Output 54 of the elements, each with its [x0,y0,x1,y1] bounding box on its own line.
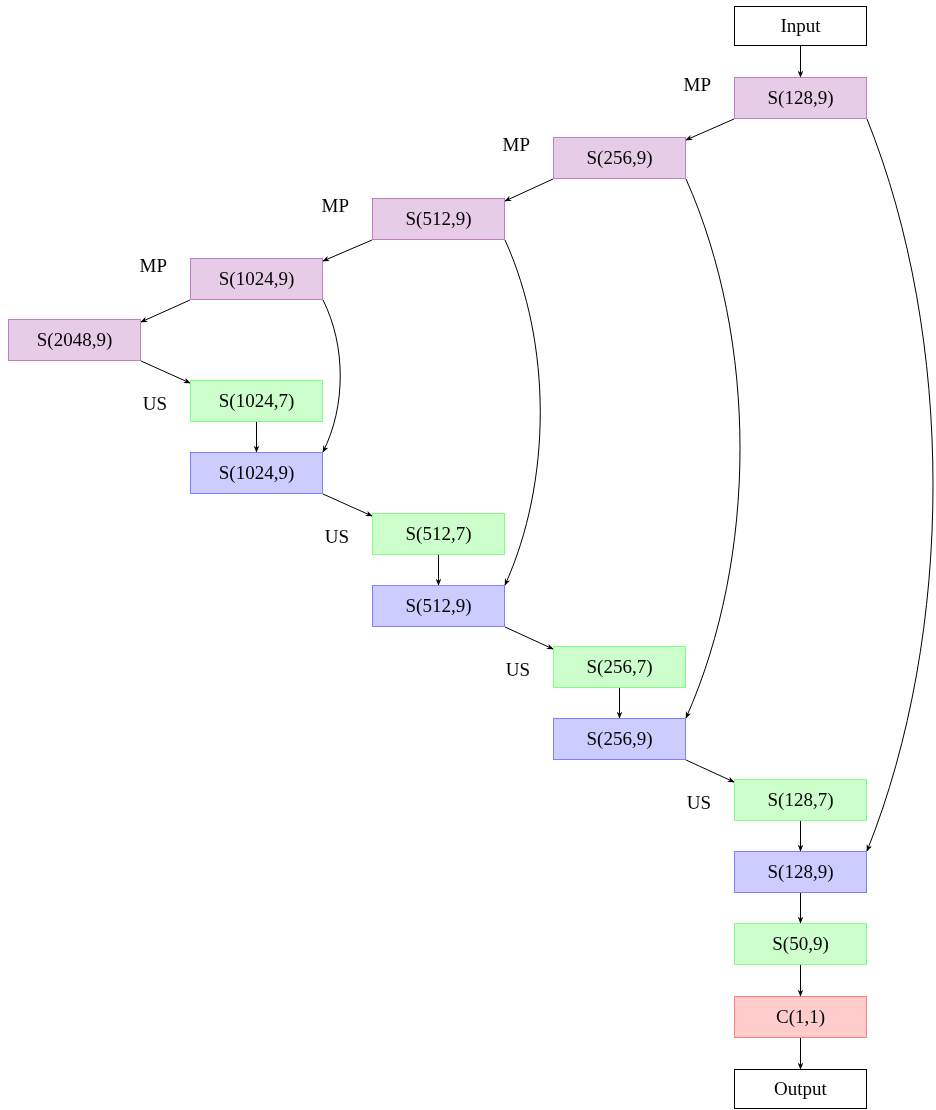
arrow [797,892,804,924]
layer-label: S(1024,7) [218,390,295,412]
layer-label: S(1024,9) [218,268,295,290]
layer-box [734,1069,867,1109]
arrow [504,178,554,202]
layer-box [372,585,505,627]
layer-label: S(128,7) [767,789,834,811]
layer-box [734,996,867,1038]
arrow [322,493,373,517]
operation-label: US [324,526,349,548]
arrow [797,1037,804,1070]
operation-label: US [505,659,530,681]
arrow [253,421,260,453]
arrow [797,820,804,852]
arrow [616,687,623,719]
arrow [435,554,442,586]
layer-label: S(128,9) [767,861,834,883]
layer-box [553,718,686,760]
layer-box [734,851,867,893]
operation-label: MP [139,255,167,277]
operation-label: MP [683,74,711,96]
layer-label: S(2048,9) [36,329,113,351]
layer-label: S(256,9) [586,728,653,750]
layer-label: Input [780,15,821,37]
operation-label: US [142,393,167,415]
arrow [685,178,741,719]
layer-label: S(256,7) [586,656,653,678]
layer-box [190,452,323,494]
arrow [797,964,804,997]
layer-box [8,319,141,361]
layer-box [734,923,867,965]
layer-label: S(1024,9) [218,462,295,484]
layer-label: Output [774,1078,827,1100]
layer-label: S(512,7) [405,523,472,545]
arrow [866,118,934,852]
arrow [504,626,554,650]
layer-label: S(512,9) [405,595,472,617]
arrow [322,239,373,262]
layer-label: S(50,9) [772,933,829,955]
arrow [322,299,341,453]
operation-label: US [686,792,711,814]
layer-label: S(128,9) [767,87,834,109]
arrow [504,239,541,586]
arrow [140,360,191,384]
layer-label: S(512,9) [405,208,472,230]
operation-label: MP [321,195,349,217]
layer-label: S(256,9) [586,147,653,169]
arrow [685,118,735,141]
layer-label: C(1,1) [775,1006,826,1028]
arrow [140,299,191,323]
operation-label: MP [502,134,530,156]
arrow [797,45,804,78]
arrow [685,759,735,783]
layer-box [734,6,867,46]
